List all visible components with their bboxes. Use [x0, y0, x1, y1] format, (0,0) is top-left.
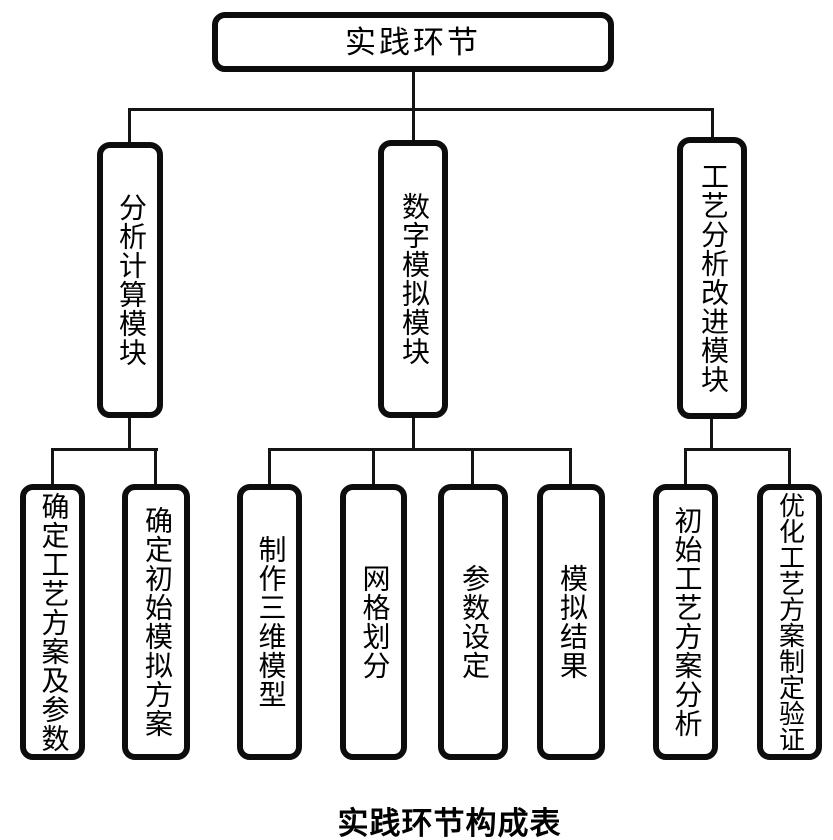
connector-root-vertical [412, 72, 415, 142]
node-leaf-simulation-results: 模拟结果 [537, 484, 605, 760]
connector-branch0-vertical [128, 416, 131, 450]
node-branch-label: 数字模拟模块 [398, 192, 429, 366]
node-leaf-determine-initial-simulation: 确定初始模拟方案 [122, 484, 190, 760]
node-branch-process-improvement: 工艺分析改进模块 [677, 137, 747, 419]
connector-drop-leaf13 [569, 448, 572, 486]
node-root-label: 实践环节 [345, 24, 481, 60]
node-leaf-build-3d-model: 制作三维模型 [237, 484, 302, 760]
connector-branch2-vertical [710, 417, 713, 450]
connector-drop-leaf01 [154, 448, 157, 486]
node-leaf-optimized-process-verification: 优化工艺方案制定验证 [757, 484, 822, 760]
diagram-caption: 实践环节构成表 [337, 806, 562, 840]
connector-drop-leaf00 [51, 448, 54, 486]
connector-level1-horizontal [128, 108, 714, 111]
node-leaf-mesh-division: 网格划分 [340, 484, 407, 760]
node-leaf-label: 网格划分 [358, 564, 390, 680]
connector-branch0-horizontal [51, 448, 158, 451]
connector-drop-branch-analysis [128, 108, 131, 144]
connector-drop-leaf12 [471, 448, 474, 486]
node-leaf-determine-process-params: 确定工艺方案及参数 [20, 484, 85, 760]
connector-drop-branch-process [711, 108, 714, 140]
node-branch-digital-simulation: 数字模拟模块 [378, 140, 448, 418]
node-leaf-label: 初始工艺方案分析 [670, 506, 702, 738]
node-leaf-label: 参数设定 [458, 564, 489, 680]
node-leaf-label: 模拟结果 [556, 564, 587, 680]
connector-branch2-horizontal [684, 448, 791, 451]
node-leaf-label: 确定工艺方案及参数 [37, 491, 69, 753]
node-leaf-label: 优化工艺方案制定验证 [775, 492, 805, 752]
node-branch-label: 分析计算模块 [115, 193, 146, 367]
node-leaf-parameter-setting: 参数设定 [438, 484, 508, 760]
connector-drop-leaf10 [268, 448, 271, 486]
node-leaf-label: 制作三维模型 [254, 535, 286, 709]
connector-drop-leaf11 [372, 448, 375, 486]
connector-drop-leaf20 [684, 448, 687, 486]
node-leaf-initial-process-analysis: 初始工艺方案分析 [653, 484, 718, 760]
node-branch-label: 工艺分析改进模块 [697, 162, 728, 394]
connector-drop-leaf21 [788, 448, 791, 486]
connector-branch1-horizontal [268, 448, 572, 451]
connector-branch1-vertical [412, 416, 415, 450]
node-branch-analysis-calculation: 分析计算模块 [97, 142, 163, 418]
node-root: 实践环节 [212, 12, 614, 72]
node-leaf-label: 确定初始模拟方案 [141, 506, 172, 738]
